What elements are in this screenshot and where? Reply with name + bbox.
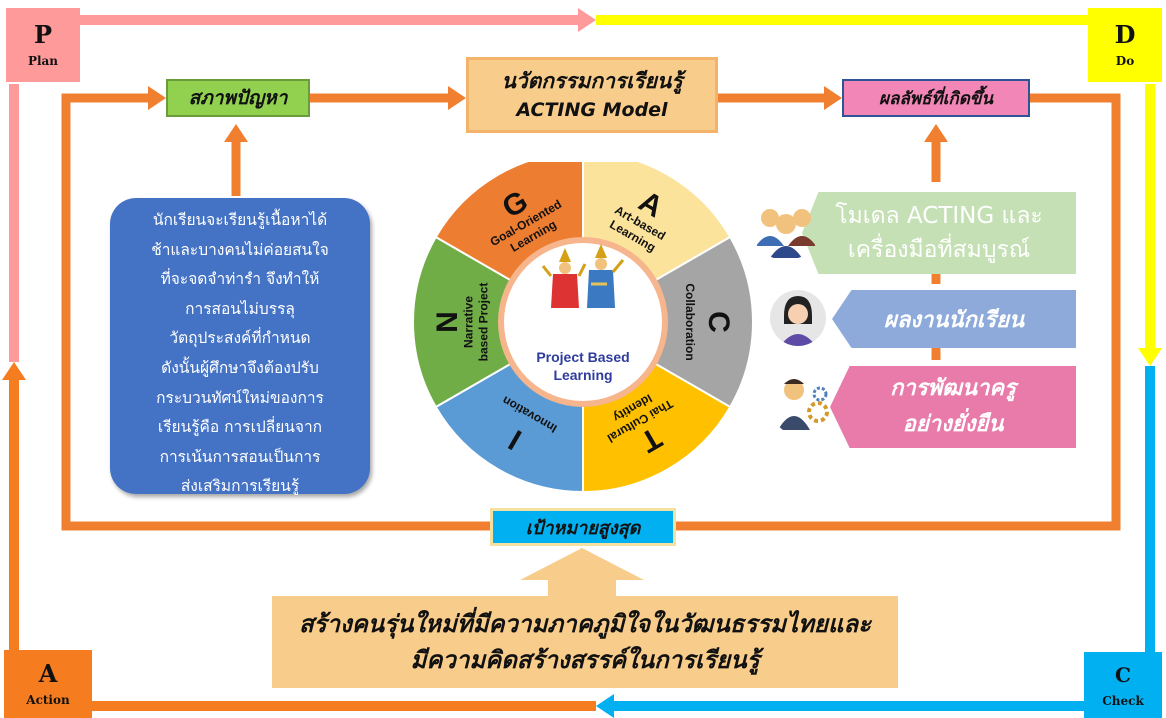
check-corner: C Check (1084, 652, 1162, 718)
wheel-center-label: Project Based (536, 349, 629, 365)
wheel-text-narrative: based Project (477, 283, 491, 362)
outcome-box: ผลลัพธ์ที่เกิดขึ้น (842, 79, 1030, 117)
wheel-center-ring (498, 237, 668, 407)
innovation-title: นวัตกรรมการเรียนรู้ (501, 69, 683, 93)
plan-corner: P Plan (6, 8, 80, 82)
innovation-model-name: ACTING Model (516, 99, 668, 121)
goal-box: เป้าหมายสูงสุด (490, 508, 676, 546)
problem-box: สภาพปัญหา (166, 79, 310, 117)
problem-detail-line: วัตถุประสงค์ที่กำหนด (169, 329, 311, 348)
problem-detail-line: ที่จะจดจำท่ารำ จึงทำให้ (160, 270, 320, 289)
wheel-letter-narrative: N (431, 311, 464, 333)
model-tool-line: โมเดล ACTING และ (835, 203, 1043, 229)
problem-detail-line: ช้าและบางคนไม่ค่อยสนใจ (151, 240, 329, 259)
goal-label: เป้าหมายสูงสุด (525, 517, 641, 539)
student-work-label: ผลงานนักเรียน (883, 307, 1025, 333)
pdca-cycle-arrows (2, 8, 1162, 718)
problem-detail-line: ส่งเสริมการเรียนรู้ (180, 477, 300, 496)
problem-detail-line: เรียนรู้คือ การเปลี่ยนจาก (157, 418, 323, 437)
do-corner: D Do (1088, 8, 1162, 82)
final-goal-line: สร้างคนรุ่นใหม่ที่มีความภาคภูมิใจในวัฒนธ… (298, 610, 872, 638)
final-goal-line: มีความคิดสร้างสรรค์ในการเรียนรู้ (410, 646, 760, 674)
student-work-box: ผลงานนักเรียน (832, 290, 1076, 348)
teacher-icon (770, 372, 832, 436)
acting-model-tool-box: โมเดล ACTING และ เครื่องมือที่สมบูรณ์ (802, 192, 1076, 274)
problem-detail-line: ดังนั้นผู้ศึกษาจึงต้องปรับ (161, 358, 319, 377)
plan-letter: P (33, 20, 53, 49)
model-tool-line: เครื่องมือที่สมบูรณ์ (847, 237, 1031, 263)
wheel-text-narrative: Narrative (462, 296, 476, 348)
teacher-dev-line: อย่างยั่งยืน (902, 412, 1004, 437)
do-letter: D (1114, 20, 1136, 49)
problem-detail-line: กระบวนทัศน์ใหม่ของการ (156, 388, 324, 407)
do-label: Do (1115, 54, 1135, 68)
problem-detail-panel: นักเรียนจะเรียนรู้เนื้อหาได้ ช้าและบางคน… (110, 198, 370, 495)
inner-loop-arrows (61, 93, 1121, 531)
plan-label: Plan (27, 54, 59, 68)
goal-up-arrow (520, 548, 644, 596)
final-goal-box: สร้างคนรุ่นใหม่ที่มีความภาคภูมิใจในวัฒนธ… (272, 596, 898, 688)
wheel-letter-collab: C (702, 311, 735, 333)
problem-label: สภาพปัญหา (188, 87, 288, 109)
problem-detail-line: นักเรียนจะเรียนรู้เนื้อหาได้ (152, 211, 328, 229)
check-letter: C (1115, 663, 1131, 687)
student-icon (770, 290, 826, 346)
problem-detail-line: การเน้นการสอนเป็นการ (159, 447, 321, 466)
wheel-center-label: Learning (553, 367, 612, 383)
innovation-box: นวัตกรรมการเรียนรู้ ACTING Model (466, 57, 718, 133)
action-letter: A (38, 659, 58, 688)
teacher-dev-box: การพัฒนาครู อย่างยั่งยืน (830, 366, 1076, 448)
action-label: Action (26, 693, 70, 707)
problem-detail-line: การสอนไม่บรรลุ (185, 299, 295, 318)
thai-dancers-icon (541, 244, 625, 308)
outcome-label: ผลลัพธ์ที่เกิดขึ้น (879, 88, 993, 109)
team-people-icon (752, 200, 820, 260)
teacher-dev-line: การพัฒนาครู (890, 376, 1016, 401)
action-corner: A Action (4, 650, 92, 718)
check-label: Check (1102, 694, 1144, 708)
wheel-text-collab: Collaboration (683, 283, 697, 360)
